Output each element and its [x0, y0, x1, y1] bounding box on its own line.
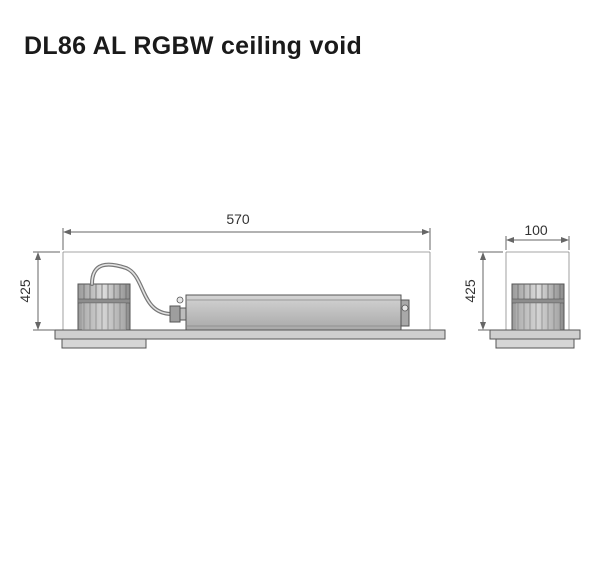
trim-ring — [61, 338, 147, 349]
front-light-module — [511, 283, 565, 331]
void-envelope — [62, 251, 431, 330]
front-trim-ring — [495, 338, 575, 349]
front-dimension-height — [478, 251, 503, 331]
front-void-envelope — [505, 251, 570, 330]
ceiling-panel — [54, 329, 446, 340]
page-title: DL86 AL RGBW ceiling void — [24, 32, 363, 60]
dimension-width — [505, 236, 570, 250]
dimension-length — [62, 228, 431, 250]
dimension-length-label: 570 — [226, 211, 250, 227]
driver-box — [176, 294, 410, 331]
dimension-height-label: 425 — [17, 279, 33, 303]
cable-gland — [169, 305, 187, 323]
light-module — [77, 283, 131, 331]
side-view: 570 425 — [17, 211, 446, 349]
front-dimension-height-label: 425 — [462, 279, 478, 303]
dimension-height — [33, 251, 60, 331]
dimension-width-label: 100 — [524, 222, 548, 238]
front-view: 100 425 — [462, 222, 581, 349]
front-ceiling-panel — [489, 329, 581, 340]
